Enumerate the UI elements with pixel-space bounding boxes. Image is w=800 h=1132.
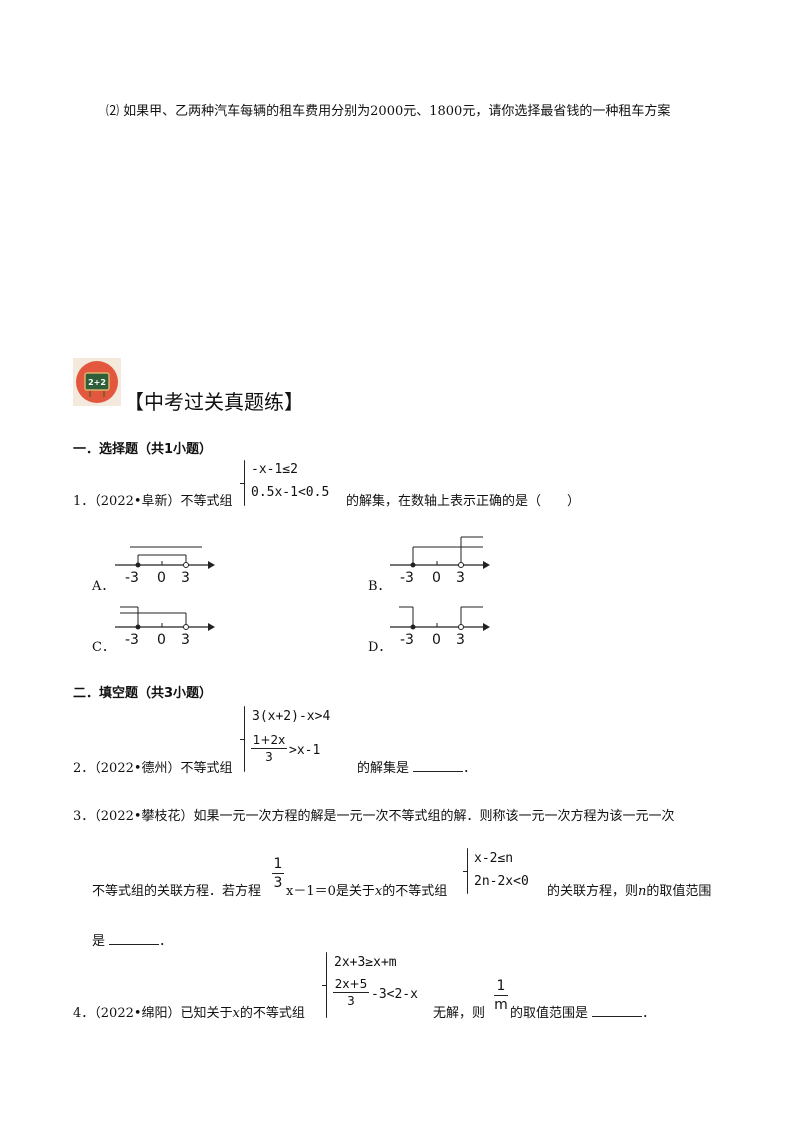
q1-source: （2022•阜新）不等式组 — [94, 494, 233, 509]
option-c-tick-neg3: -3 — [125, 632, 139, 648]
q2-stem: 2．（2022•德州）不等式组 — [73, 757, 233, 776]
q4-system-brace — [322, 952, 327, 1018]
option-c-tick-3: 3 — [181, 632, 190, 648]
q4-source: （2022•绵阳）已知关于 — [94, 1006, 233, 1021]
q3-text-1: （2022•攀枝花）如果一元一次方程的解是一元一次不等式组的解．则称该一元一次方… — [94, 809, 675, 824]
section-title-fill: 二．填空题（共3小题） — [73, 686, 213, 701]
q4-answer-blank[interactable] — [592, 1004, 643, 1017]
q3-number: 3． — [73, 809, 95, 824]
q3-end: ． — [159, 934, 173, 949]
q4-m-num: 1 — [496, 978, 506, 994]
option-a-tick-3: 3 — [181, 570, 190, 586]
q3-answer-blank[interactable] — [109, 932, 160, 945]
option-a-numberline[interactable] — [110, 535, 220, 595]
option-b-tick-3: 3 — [456, 570, 465, 586]
option-a-label: A． — [92, 579, 115, 594]
q4-fraction: 2x+5 3 — [333, 977, 369, 1008]
option-c-tick-0: 0 — [157, 632, 166, 648]
q4-number: 4． — [73, 1006, 95, 1021]
q3-ineq-2: 2n-2x<0 — [474, 874, 529, 889]
q3-system-brace — [463, 848, 468, 894]
q4-m-den: m — [494, 997, 508, 1013]
q4-frac-den: 3 — [347, 994, 355, 1008]
q3-frac-num: 1 — [273, 856, 283, 872]
option-b-tick-0: 0 — [432, 570, 441, 586]
q2-fraction: 1+2x 3 — [251, 733, 287, 764]
badge-icon: 2+2 — [73, 358, 121, 406]
q4-ineq-2-tail: -3<2-x — [371, 987, 418, 1002]
q3-text-2e: 的取值范围 — [646, 884, 712, 899]
q2-frac-den: 3 — [265, 750, 273, 764]
q3-line-2a: 不等式组的关联方程．若方程 — [92, 884, 262, 899]
q4-text-c: 的取值范围是 — [510, 1006, 589, 1021]
q2-number: 2． — [73, 761, 95, 776]
q2-answer-blank[interactable] — [413, 759, 464, 772]
q2-end: ． — [463, 761, 477, 776]
q1-ineq-2: 0.5x-1<0.5 — [251, 485, 330, 500]
q2-source: （2022•德州）不等式组 — [94, 761, 233, 776]
q2-ineq-2-tail: >x-1 — [289, 743, 321, 758]
section-title-choice: 一．选择题（共1小题） — [73, 442, 213, 457]
q3-line-2b: x－1＝0是关于x的不等式组 — [286, 880, 447, 899]
q3-text-2c: 的不等式组 — [382, 884, 448, 899]
q2-frac-num: 1+2x — [252, 733, 286, 747]
part-text: 如果甲、乙两种汽车每辆的租车费用分别为2000元、1800元，请你选择最省钱的一… — [123, 104, 671, 119]
q3-text-2d: 的关联方程，则 — [547, 884, 639, 899]
q3-text-3: 是 — [92, 934, 106, 949]
option-d-label: D． — [368, 640, 392, 655]
q3-var-x: x — [374, 884, 383, 899]
option-d-numberline[interactable] — [385, 597, 495, 657]
q3-line-2d: 的关联方程，则n的取值范围 — [547, 880, 711, 899]
option-d-tick-3: 3 — [456, 632, 465, 648]
q1-number: 1． — [73, 494, 95, 509]
q1-system-brace — [240, 460, 245, 506]
option-c-label: C． — [92, 640, 115, 655]
option-b-tick-neg3: -3 — [400, 570, 414, 586]
option-a-tick-neg3: -3 — [125, 570, 139, 586]
q4-m-fraction: 1 m — [494, 978, 508, 1013]
question-part-2: ⑵ 如果甲、乙两种汽车每辆的租车费用分别为2000元、1800元，请你选择最省钱… — [106, 100, 670, 119]
option-c-numberline[interactable] — [110, 597, 220, 657]
q4-text-a: 的不等式组 — [239, 1006, 305, 1021]
badge-text: 2+2 — [88, 378, 106, 387]
q2-ineq-1: 3(x+2)-x>4 — [252, 709, 331, 724]
q4-frac-num: 2x+5 — [334, 977, 368, 991]
q2-tail-text: 的解集是 — [357, 761, 410, 776]
q4-ineq-1: 2x+3≥x+m — [334, 955, 397, 970]
q1-stem: 1．（2022•阜新）不等式组 — [73, 490, 233, 509]
q3-text-2b: x－1＝0是关于 — [286, 884, 375, 899]
option-d-tick-neg3: -3 — [400, 632, 414, 648]
q1-tail: 的解集，在数轴上表示正确的是（ ） — [346, 494, 581, 509]
q4-var-x: x — [232, 1006, 240, 1021]
option-b-label: B． — [368, 579, 391, 594]
q3-var-n: n — [638, 884, 647, 899]
q3-line-1: 3．（2022•攀枝花）如果一元一次方程的解是一元一次不等式组的解．则称该一元一… — [73, 805, 675, 824]
q3-frac-den: 3 — [273, 875, 283, 891]
option-a-tick-0: 0 — [157, 570, 166, 586]
option-d-tick-0: 0 — [432, 632, 441, 648]
q4-end: ． — [642, 1006, 656, 1021]
q4-text-b: 无解，则 — [433, 1006, 486, 1021]
q1-ineq-1: -x-1≤2 — [251, 462, 298, 477]
section-heading: 【中考过关真题练】 — [124, 390, 304, 414]
q4-stem: 4．（2022•绵阳）已知关于x的不等式组 — [73, 1002, 305, 1021]
q4-tail: 的取值范围是 ． — [510, 1002, 655, 1021]
q3-line-3: 是 ． — [92, 930, 172, 949]
q3-fraction: 1 3 — [272, 856, 284, 891]
q3-ineq-1: x-2≤n — [474, 851, 514, 866]
part-number: ⑵ — [106, 104, 120, 119]
q2-tail: 的解集是 ． — [357, 757, 476, 776]
q2-system-brace — [240, 706, 245, 772]
option-b-numberline[interactable] — [385, 535, 495, 595]
